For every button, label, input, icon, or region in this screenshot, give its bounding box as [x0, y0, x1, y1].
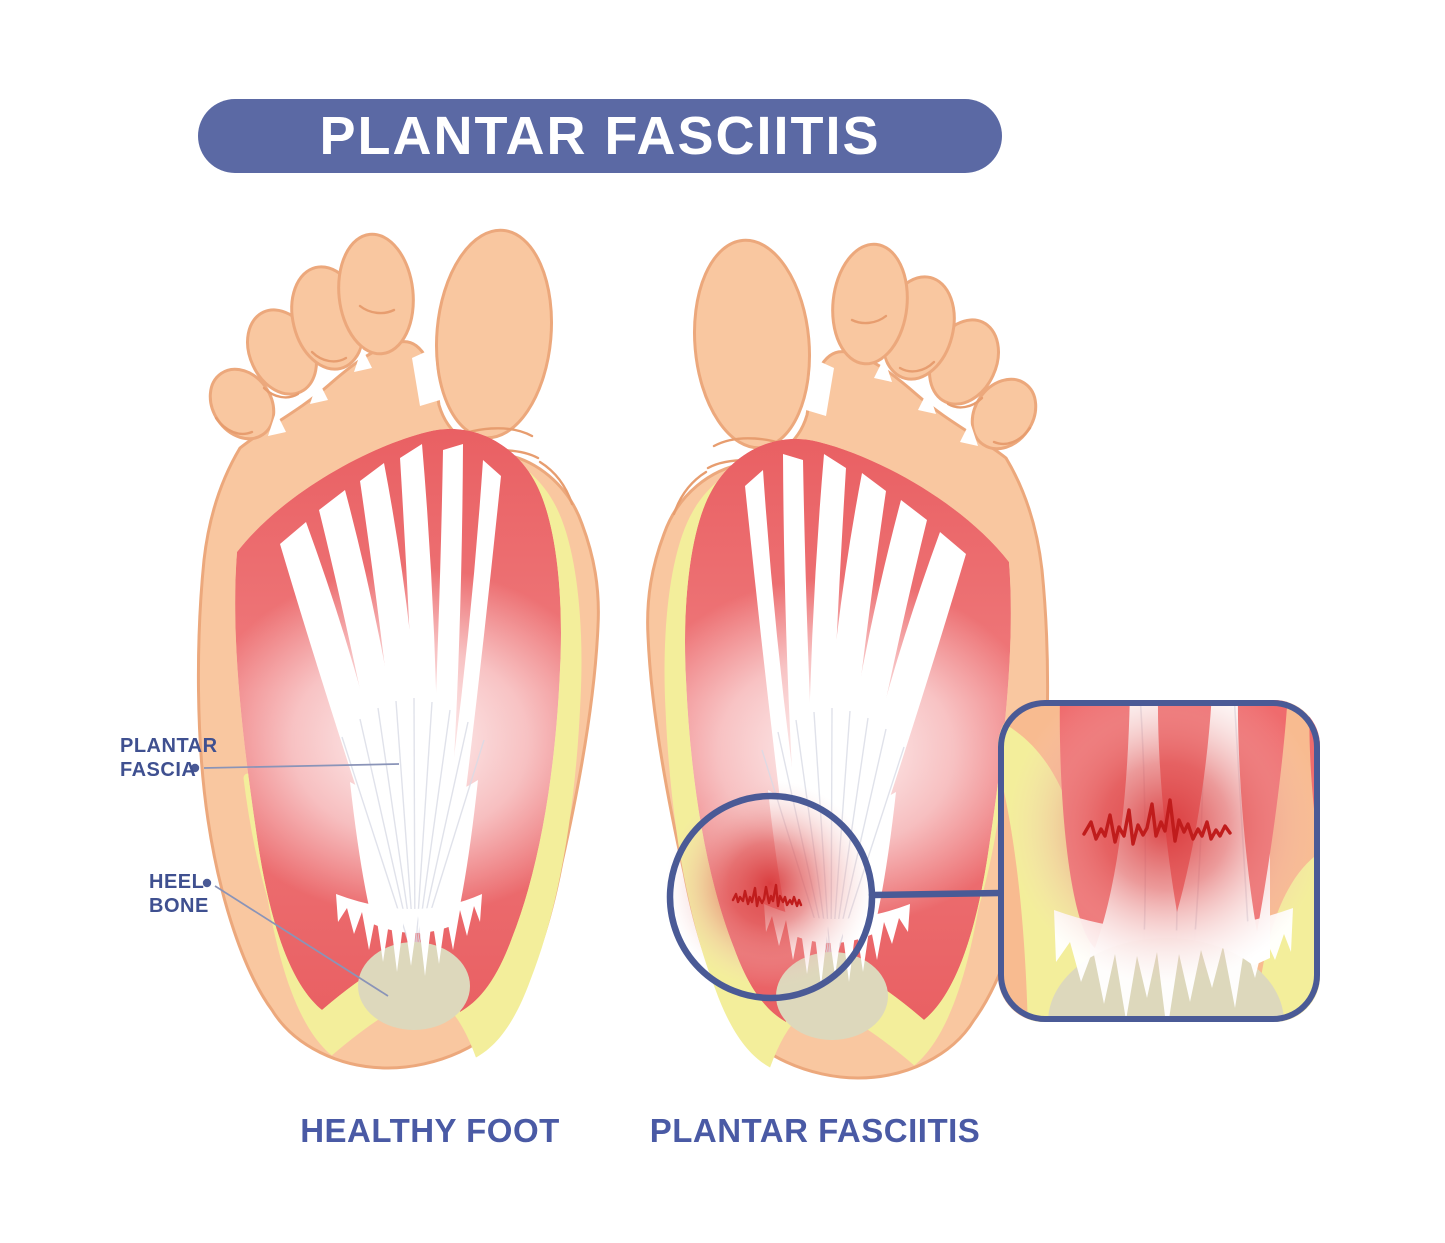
inset-content	[998, 700, 1320, 1022]
heel-bone-leader	[202, 878, 389, 997]
title-text: PLANTAR FASCIITIS	[319, 106, 881, 166]
fascia-tear-scribble	[731, 883, 803, 908]
healthy-foot-illustration	[195, 225, 625, 1068]
inflammation-inset	[998, 700, 1320, 1022]
healthy-foot-caption: HEALTHY FOOT	[300, 1112, 560, 1149]
heel-bone-label: HEEL BONE	[149, 871, 209, 917]
title-banner: PLANTAR FASCIITIS	[198, 99, 1002, 173]
plantar-fascia-label: PLANTAR FASCIA	[120, 735, 218, 781]
plantar-fascia-leader-line	[203, 763, 400, 769]
heel-bone-leader-dot	[202, 878, 212, 888]
plantar-fascia-leader	[190, 763, 400, 773]
inset-border	[998, 700, 1320, 1022]
inset-tear-scribble	[1082, 798, 1232, 846]
inflammation-glow	[666, 780, 874, 988]
heel-bone-leader-line	[214, 885, 389, 997]
callout-connector-line	[868, 889, 1004, 899]
plantar-fascia-leader-dot	[190, 763, 200, 773]
plantar-fasciitis-caption: PLANTAR FASCIITIS	[649, 1112, 981, 1149]
